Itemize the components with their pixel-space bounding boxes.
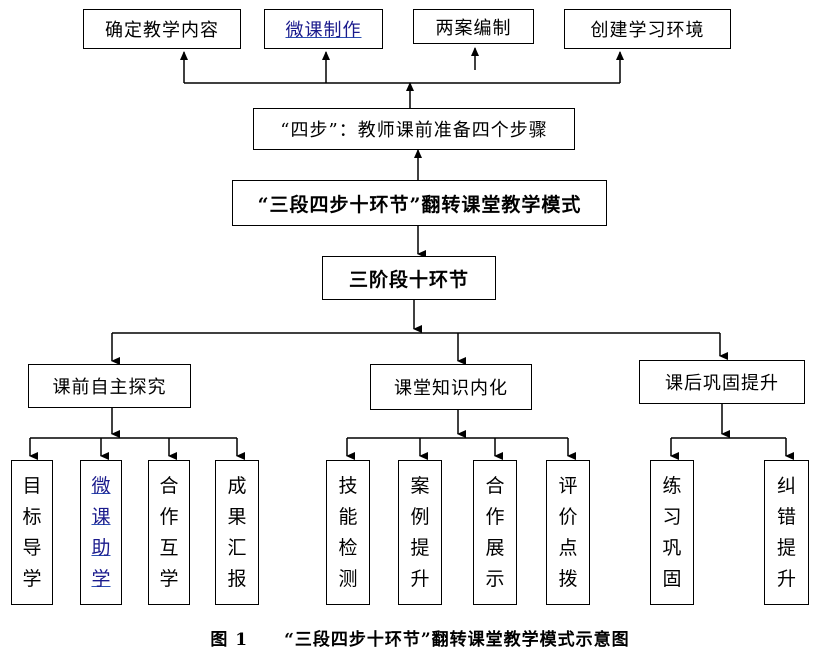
link-char: 能 <box>338 505 358 528</box>
link-char: 例 <box>410 505 430 528</box>
link-char: 拨 <box>558 567 578 590</box>
link-char: 提 <box>776 536 796 559</box>
link-char: 汇 <box>227 536 247 559</box>
step-label-link[interactable]: 微课制作 <box>285 20 362 41</box>
link-char: 报 <box>227 567 247 590</box>
step-label: 创建学习环境 <box>590 20 705 41</box>
link-char[interactable]: 课 <box>91 505 111 528</box>
step-box-2: 微课制作 <box>264 9 383 49</box>
four-steps-box: “四步”：教师课前准备四个步骤 <box>253 108 575 150</box>
link-char: 练 <box>662 474 682 497</box>
link-box: 合 作 展 示 <box>473 460 517 605</box>
link-char: 案 <box>410 474 430 497</box>
link-char: 技 <box>338 474 358 497</box>
step-label: 两案编制 <box>435 17 512 39</box>
link-box: 练 习 巩 固 <box>650 460 694 605</box>
link-char: 升 <box>410 567 430 590</box>
link-char: 合 <box>485 474 505 497</box>
step-box-3: 两案编制 <box>413 9 534 44</box>
link-char: 评 <box>558 474 578 497</box>
link-char: 习 <box>662 505 682 528</box>
stage-label: 课后巩固提升 <box>665 373 779 394</box>
link-char[interactable]: 助 <box>91 536 111 559</box>
link-char: 展 <box>485 536 505 559</box>
link-box: 纠 错 提 升 <box>764 460 809 605</box>
link-box: 合 作 互 学 <box>148 460 190 605</box>
step-box-4: 创建学习环境 <box>564 9 731 49</box>
four-steps-label: “四步”：教师课前准备四个步骤 <box>280 120 548 141</box>
stages-box: 三阶段十环节 <box>322 256 496 300</box>
link-char: 导 <box>22 536 42 559</box>
link-char: 提 <box>410 536 430 559</box>
link-box: 技 能 检 测 <box>326 460 370 605</box>
model-box: “三段四步十环节”翻转课堂教学模式 <box>232 180 607 226</box>
link-box: 目 标 导 学 <box>11 460 53 605</box>
link-char: 检 <box>338 536 358 559</box>
step-label: 确定教学内容 <box>105 20 219 41</box>
link-char: 作 <box>485 505 505 528</box>
link-char: 示 <box>485 567 505 590</box>
link-char: 错 <box>776 505 796 528</box>
link-char: 果 <box>227 505 247 528</box>
figure-caption: 图 1 “三段四步十环节”翻转课堂教学模式示意图 <box>210 630 630 650</box>
link-char: 纠 <box>776 474 796 497</box>
link-char: 价 <box>558 505 578 528</box>
link-char: 目 <box>22 474 42 497</box>
stage-box-pre-class: 课前自主探究 <box>28 364 191 408</box>
model-label: “三段四步十环节”翻转课堂教学模式 <box>257 193 582 216</box>
link-char[interactable]: 学 <box>91 567 111 590</box>
link-char: 点 <box>558 536 578 559</box>
stage-label: 课前自主探究 <box>52 377 167 398</box>
link-char: 升 <box>776 567 796 590</box>
link-char: 标 <box>22 505 42 528</box>
stage-box-post-class: 课后巩固提升 <box>639 360 805 404</box>
stages-label: 三阶段十环节 <box>348 268 469 291</box>
link-char: 固 <box>662 567 682 590</box>
link-char: 互 <box>159 536 179 559</box>
link-box: 成 果 汇 报 <box>215 460 259 605</box>
link-char: 巩 <box>662 536 682 559</box>
link-char[interactable]: 微 <box>91 474 111 497</box>
link-box-micro-lesson[interactable]: 微 课 助 学 <box>80 460 122 605</box>
link-char: 合 <box>159 474 179 497</box>
link-box: 案 例 提 升 <box>398 460 442 605</box>
link-char: 成 <box>227 474 247 497</box>
step-box-1: 确定教学内容 <box>83 9 241 49</box>
link-char: 测 <box>338 567 358 590</box>
link-char: 学 <box>22 567 42 590</box>
link-char: 学 <box>159 567 179 590</box>
stage-label: 课堂知识内化 <box>394 378 508 399</box>
link-box: 评 价 点 拨 <box>546 460 590 605</box>
link-char: 作 <box>159 505 179 528</box>
stage-box-in-class: 课堂知识内化 <box>370 364 532 410</box>
